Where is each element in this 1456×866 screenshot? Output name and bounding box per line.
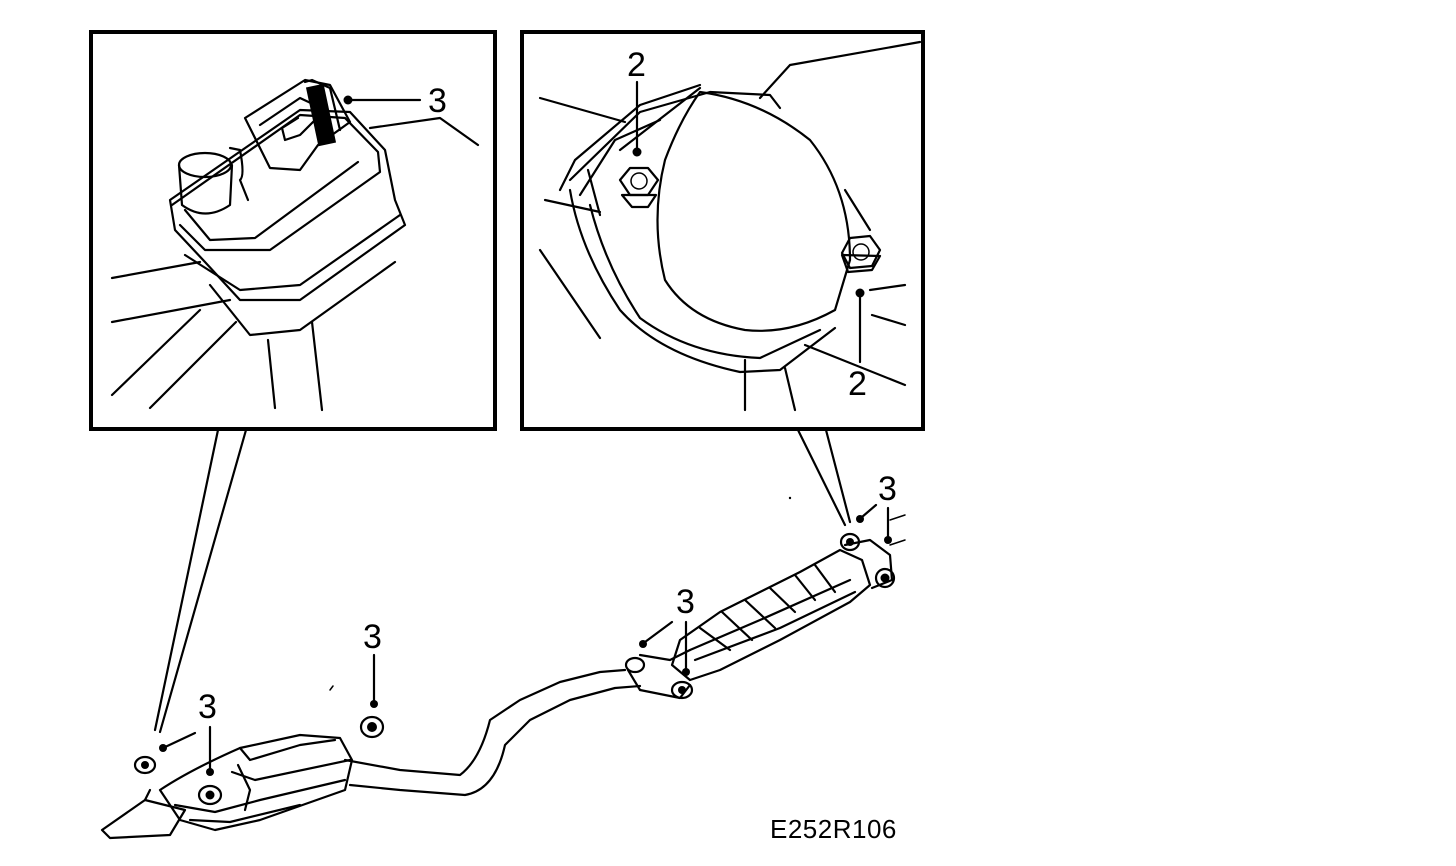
callout-group-rear: 3 [159, 688, 217, 776]
rear-silencer [158, 733, 354, 832]
rubber-hanger-icon [624, 656, 646, 674]
callout-3-mid: 3 [363, 618, 382, 656]
nut-icon [840, 234, 882, 274]
nut-icon [618, 166, 660, 209]
rubber-hanger-icon [670, 680, 694, 700]
detail-pointer-right [796, 428, 852, 527]
rubber-hanger-icon [133, 755, 157, 775]
callout-2-bottom: 2 [848, 365, 867, 403]
rubber-hanger-icon [359, 715, 385, 739]
front-catalyst [626, 514, 906, 700]
rubber-hanger-icon [839, 532, 861, 552]
callout-group-mid: 3 [329, 618, 382, 708]
detail-pointer-left [153, 428, 248, 734]
callout-3-front: 3 [878, 470, 897, 508]
rubber-hanger-icon [168, 78, 407, 337]
callout-group-center: 3 [639, 583, 695, 676]
rubber-hanger-icon [197, 784, 223, 806]
callout-2-top: 2 [627, 46, 646, 84]
detail-panel-left: 3 [89, 30, 497, 431]
rubber-hanger-icon [874, 567, 896, 589]
exhaust-pipe [100, 514, 906, 840]
callout-group-front: 3 [856, 470, 897, 544]
detail-panel-right: 2 2 [520, 30, 925, 431]
callout-3-center: 3 [676, 583, 695, 621]
silencer-flange [558, 83, 852, 374]
figure-reference-code: E252R106 [770, 814, 897, 844]
callout-3-rear: 3 [198, 688, 217, 726]
callout-3-detail-left: 3 [428, 82, 447, 120]
